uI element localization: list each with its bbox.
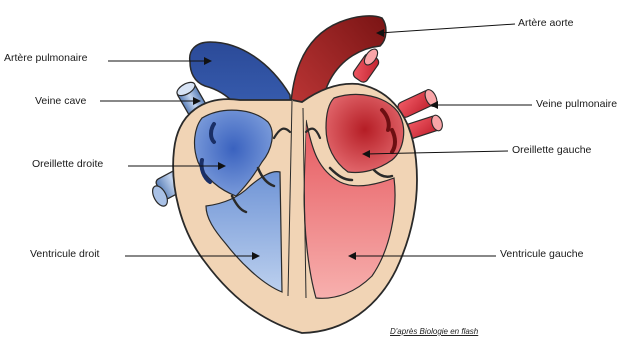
label-artere-pulmonaire: Artère pulmonaire xyxy=(4,52,87,64)
label-oreillette-droite: Oreillette droite xyxy=(32,158,103,170)
label-veine-cave: Veine cave xyxy=(35,95,86,107)
source-credit: D'après Biologie en flash xyxy=(390,327,478,336)
label-ventricule-droit: Ventricule droit xyxy=(30,248,99,260)
label-oreillette-gauche: Oreillette gauche xyxy=(512,144,591,156)
label-artere-aorte: Artère aorte xyxy=(518,17,573,29)
label-veine-pulmonaire: Veine pulmonaire xyxy=(536,98,617,110)
leader-aorte xyxy=(380,24,515,33)
label-ventricule-gauche: Ventricule gauche xyxy=(500,248,583,260)
